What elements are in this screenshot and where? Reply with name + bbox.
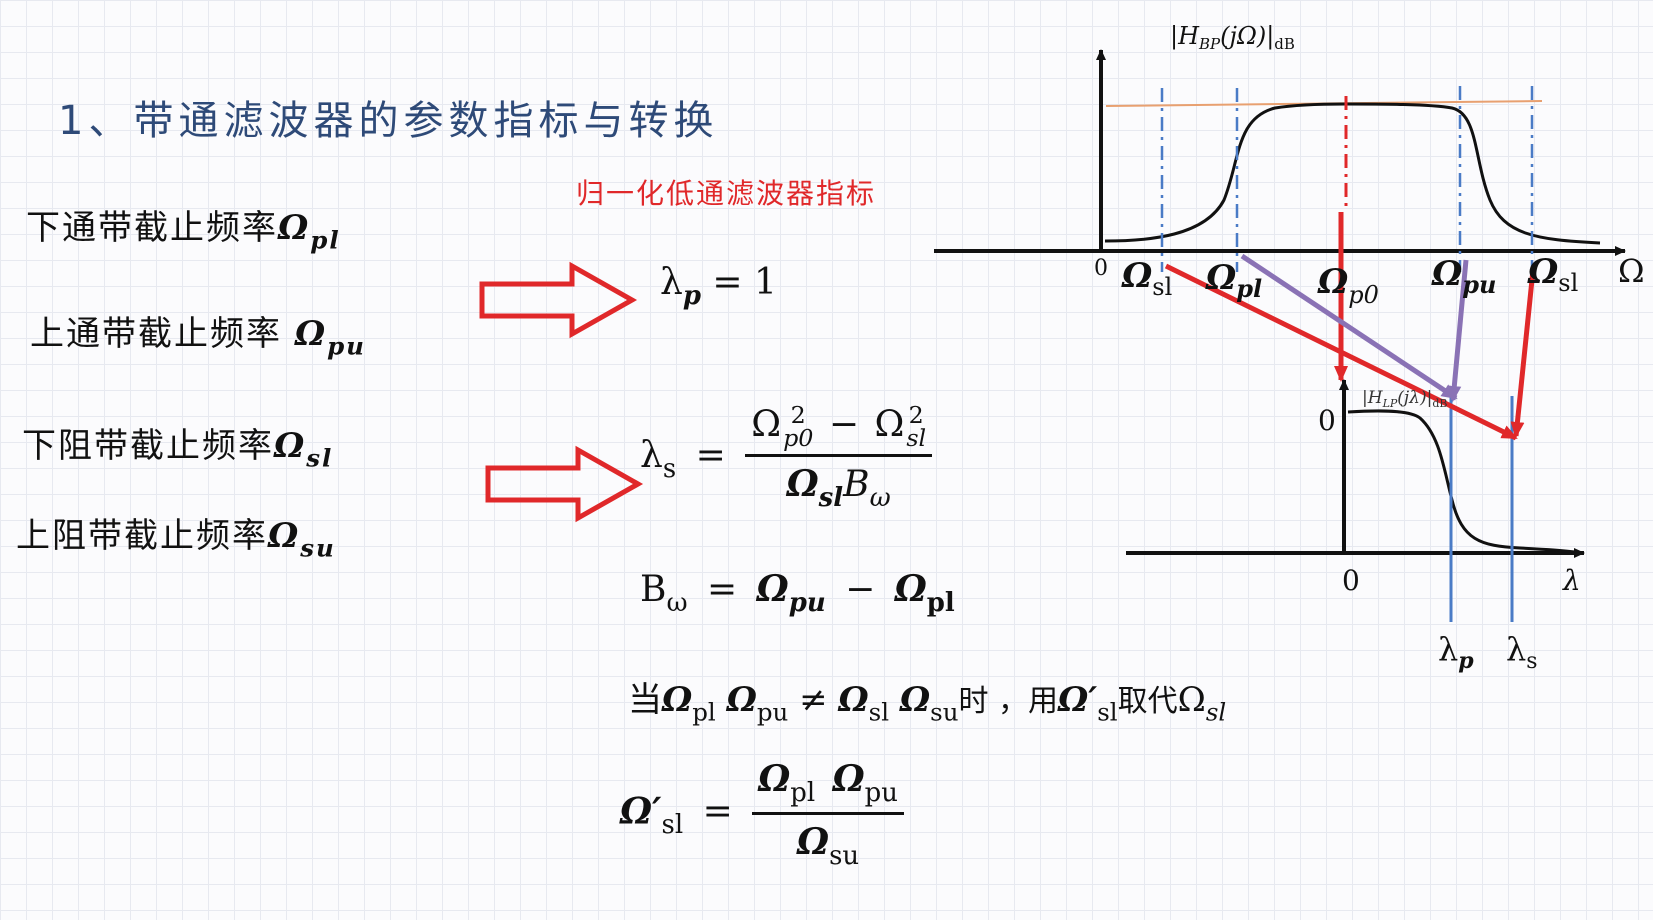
lp-x-axis-label: λ	[1563, 564, 1581, 597]
bp-tick-omega-sl-upper: Ωsl	[1528, 252, 1579, 297]
lowpass-spec-heading: 归一化低通滤波器指标	[576, 177, 877, 210]
bp-origin-label: 0	[1094, 256, 1108, 281]
condition-statement: 当Ωpl Ωpu ≠ Ωsl Ωsu时 ，用Ω′sl取代Ωsl	[628, 680, 1227, 727]
lp-tick-lambda-p: λp	[1438, 630, 1474, 674]
eq-bandwidth: Bω = Ωpu − Ωpl	[640, 568, 955, 618]
lp-response-curve	[1347, 409, 1576, 554]
lp-origin-label: 0	[1342, 564, 1360, 597]
eq-lambda-p: λp = 1	[660, 262, 777, 311]
bp-x-axis-label: Ω	[1618, 252, 1645, 290]
lp-y-axis-label: |HLP(jλ)|dB	[1362, 388, 1448, 410]
label-lower-stopband: 下阻带截止频率Ωsl	[22, 426, 334, 473]
map-arrow-pu	[1447, 259, 1469, 402]
bp-response-curve	[1104, 102, 1601, 245]
bp-y-axis-label: |HBP(jΩ)|dB	[1170, 22, 1295, 53]
hollow-arrow-bottom	[485, 445, 644, 523]
hollow-arrow-top	[479, 261, 638, 339]
omega-sl-fraction: Ωpl Ωpu Ωsu	[752, 758, 904, 871]
bp-tick-omega-pu: Ωpu	[1432, 254, 1497, 299]
map-arrow-sl-lower	[1164, 263, 1518, 441]
map-arrow-pl	[1240, 253, 1458, 401]
map-arrow-sl-upper	[1510, 269, 1536, 438]
slide-title: 1、带通滤波器的参数指标与转换	[58, 98, 719, 144]
bp-tick-omega-p0: Ωp0	[1318, 262, 1379, 309]
label-lower-passband: 下通带截止频率Ωpl	[26, 208, 341, 255]
label-upper-stopband: 上阻带截止频率Ωsu	[16, 516, 336, 563]
bp-tick-omega-pl: Ωpl	[1206, 258, 1263, 303]
lp-y-zero-label: 0	[1318, 404, 1336, 437]
eq-omega-sl-prime: Ω′sl = Ωpl Ωpu Ωsu	[620, 758, 904, 871]
label-upper-passband: 上通带截止频率 Ωpu	[30, 314, 366, 361]
bp-tick-omega-sl-lower: Ωsl	[1122, 256, 1173, 301]
lp-tick-lambda-s: λs	[1506, 630, 1538, 674]
